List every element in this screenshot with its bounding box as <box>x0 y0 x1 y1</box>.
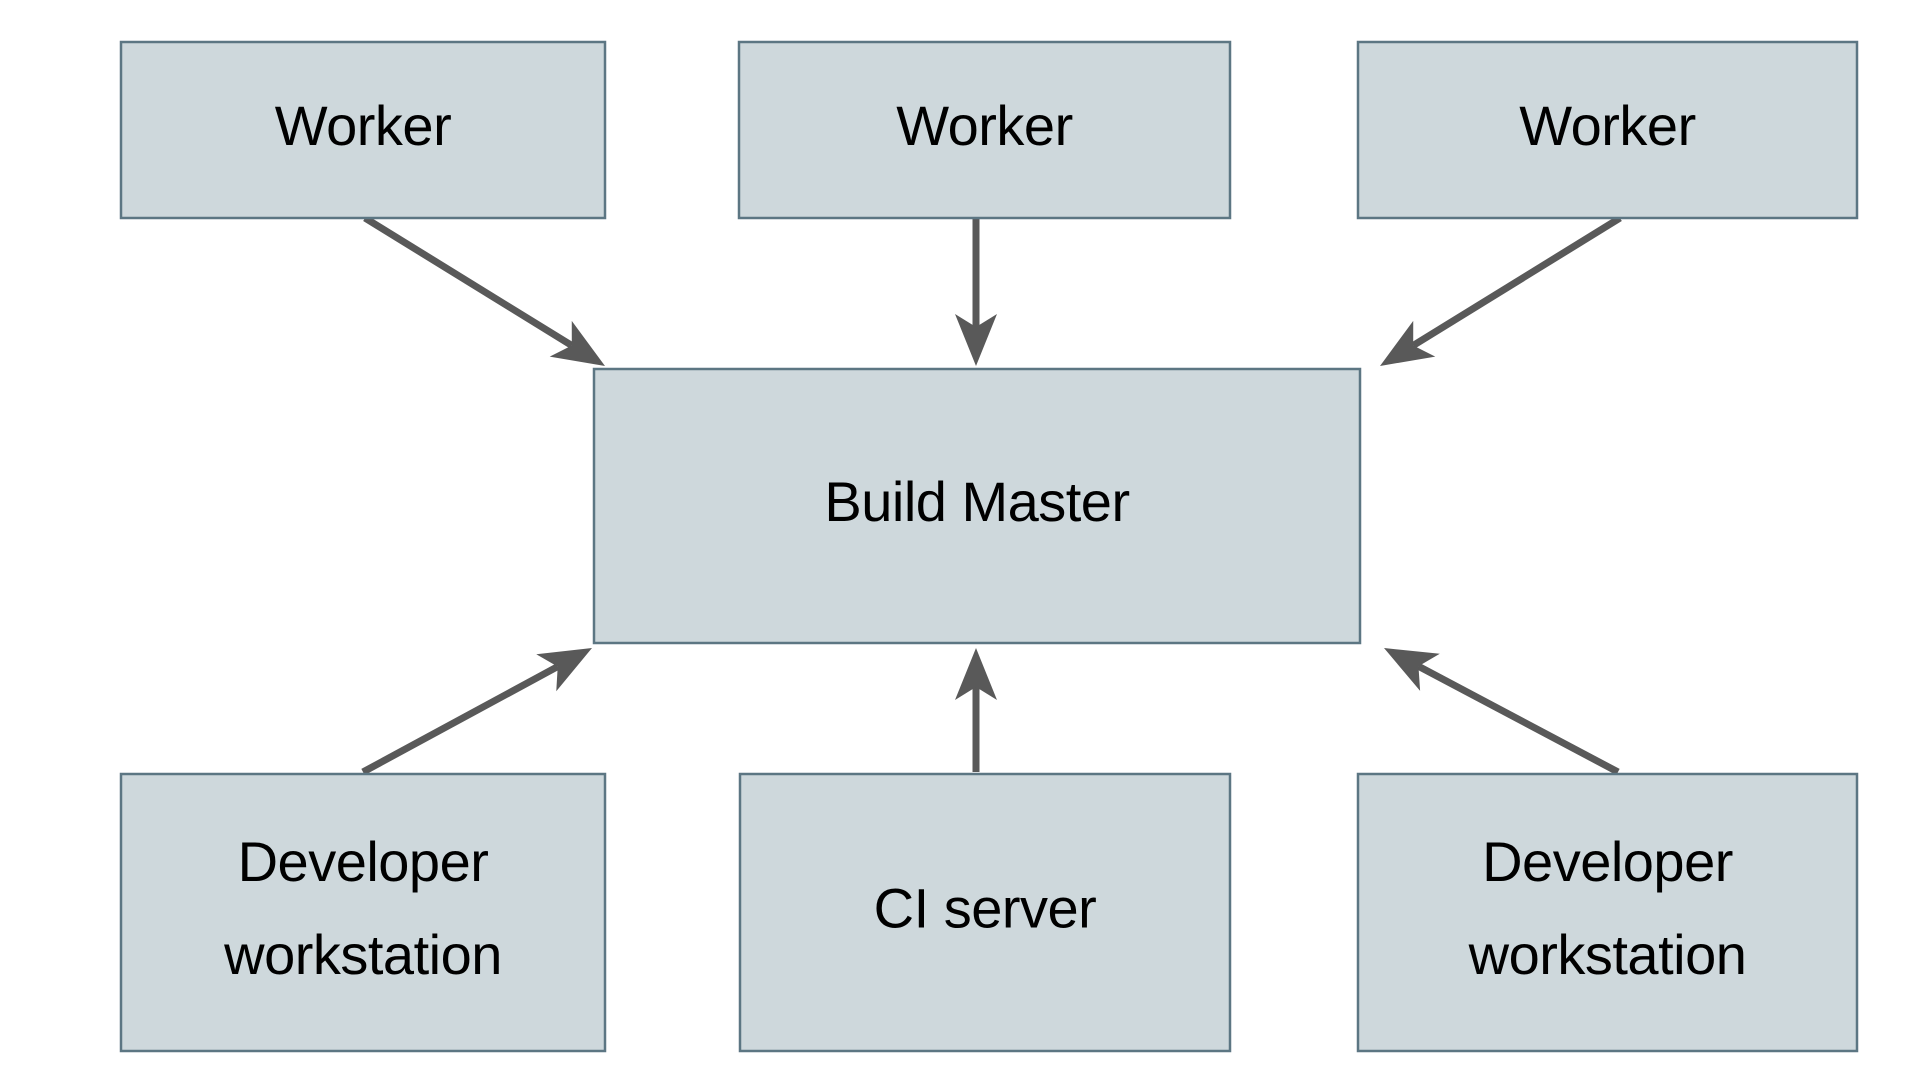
edge-ci-server-to-build-master <box>955 648 997 772</box>
node-label-worker-center: Worker <box>896 94 1072 157</box>
node-label-dev-workstation-left: workstation <box>223 923 502 986</box>
node-label-dev-workstation-right: Developer <box>1482 830 1733 893</box>
node-dev-workstation-left[interactable]: Developer workstation <box>119 772 607 1053</box>
edge-worker-center-to-build-master <box>955 218 997 366</box>
edge-shaft <box>1411 215 1622 349</box>
node-box-worker-left[interactable] <box>119 40 607 220</box>
node-label-worker-left: Worker <box>275 94 451 157</box>
edge-shaft <box>361 663 560 776</box>
node-build-master[interactable]: Build Master <box>592 367 1362 645</box>
edge-worker-right-to-build-master <box>1380 215 1622 366</box>
node-label-dev-workstation-left: Developer <box>238 830 489 893</box>
node-box-worker-right[interactable] <box>1356 40 1859 220</box>
node-label-build-master: Build Master <box>824 470 1129 533</box>
node-label-dev-workstation-right: workstation <box>1468 923 1747 986</box>
arrowhead-icon <box>955 314 997 366</box>
edges-layer <box>361 215 1622 776</box>
node-label-ci-server: CI server <box>874 876 1097 939</box>
node-worker-left[interactable]: Worker <box>119 40 607 220</box>
node-box-build-master[interactable] <box>592 367 1362 645</box>
arrowhead-icon <box>955 648 997 700</box>
node-dev-workstation-right[interactable]: Developer workstation <box>1356 772 1859 1053</box>
node-label-worker-right: Worker <box>1519 94 1695 157</box>
node-box-dev-workstation-left[interactable] <box>119 772 607 1053</box>
edge-dev-workstation-right-to-build-master <box>1384 648 1620 776</box>
node-box-dev-workstation-right[interactable] <box>1356 772 1859 1053</box>
edge-dev-workstation-left-to-build-master <box>361 648 592 776</box>
arrowhead-icon <box>536 648 592 692</box>
node-worker-center[interactable]: Worker <box>737 40 1232 220</box>
arrowhead-icon <box>1384 648 1440 691</box>
arrowhead-icon <box>549 320 605 366</box>
edge-shaft <box>363 215 574 349</box>
node-box-worker-center[interactable] <box>737 40 1232 220</box>
node-worker-right[interactable]: Worker <box>1356 40 1859 220</box>
node-ci-server[interactable]: CI server <box>738 772 1232 1053</box>
arrowhead-icon <box>1380 320 1436 366</box>
edge-worker-left-to-build-master <box>363 215 605 366</box>
edge-shaft <box>1416 663 1620 776</box>
node-box-ci-server[interactable] <box>738 772 1232 1053</box>
